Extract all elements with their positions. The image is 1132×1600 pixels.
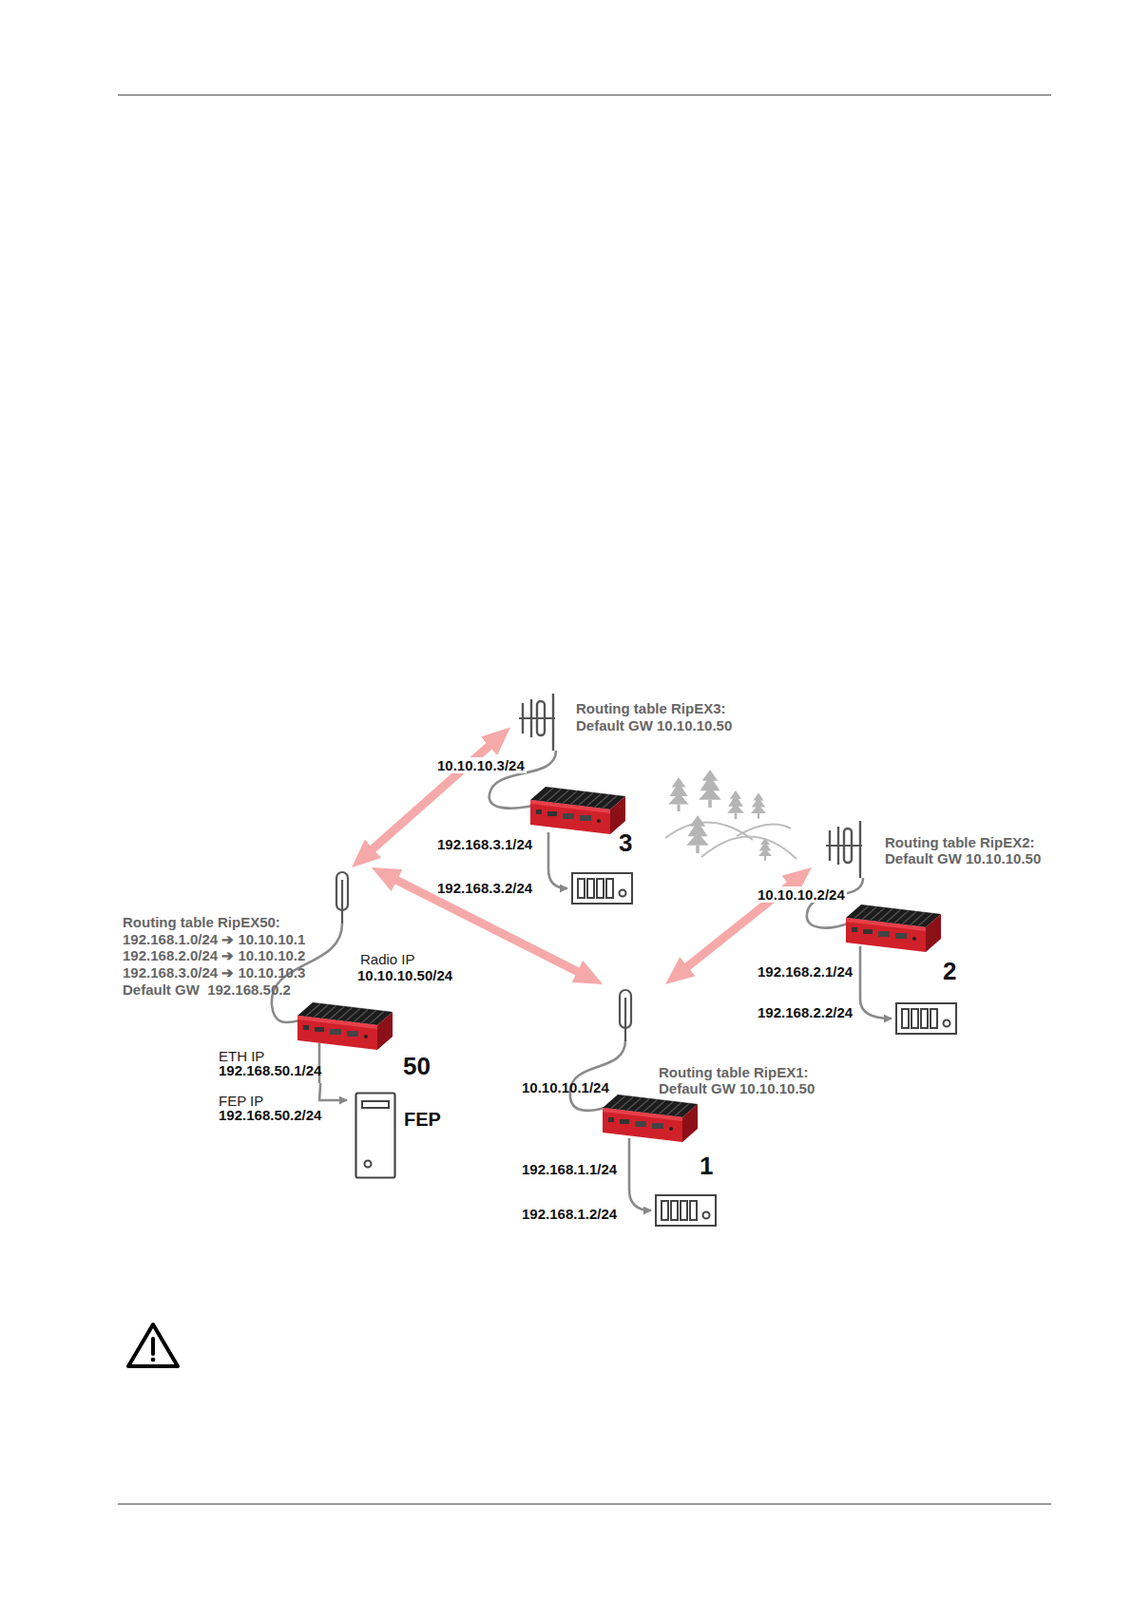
interface-caption: ETH IP: [218, 1048, 265, 1065]
ip-address: 192.168.3.2/24: [437, 880, 533, 897]
ip-address: 192.168.3.1/24: [437, 836, 533, 853]
routing-table-text: Routing table RipEX50:: [122, 914, 281, 931]
ip-address: 10.10.10.1/24: [521, 1079, 610, 1096]
ip-address: 192.168.50.1/24: [218, 1062, 322, 1079]
omni-antenna: [619, 990, 632, 1042]
ripex-unit: [602, 1094, 698, 1143]
fep-node: FEP: [346, 1087, 457, 1183]
ip-address: 10.10.10.50/24: [357, 967, 453, 984]
routing-table-text: Default GW 10.10.10.50: [884, 850, 1041, 867]
device-label: FEP: [403, 1110, 442, 1130]
fep-computer: [356, 1093, 396, 1179]
ip-address: 192.168.1.2/24: [521, 1206, 617, 1223]
tree: [727, 790, 745, 820]
routing-table-text: Routing table RipEX2:: [884, 834, 1036, 851]
radio-link: [388, 876, 587, 977]
rtu-cables: [319, 832, 892, 1211]
ip-address: 192.168.50.2/24: [218, 1107, 322, 1124]
routing-table-text: Default GW 10.10.10.50: [658, 1080, 815, 1097]
header-rule: [117, 95, 1052, 96]
interface-caption: FEP IP: [218, 1093, 264, 1110]
ripex-unit: [297, 1002, 393, 1051]
routing-table-text: Default GW 10.10.10.50: [575, 717, 732, 734]
unit-number: 2: [942, 959, 957, 984]
omni-antenna: [336, 872, 348, 924]
rtu-device: [896, 1003, 957, 1035]
unit-number: 50: [402, 1054, 431, 1079]
yagi-antenna: [825, 821, 863, 879]
landscape: [665, 822, 797, 860]
antenna-cables: [271, 750, 864, 1112]
interface-caption: Radio IP: [360, 951, 416, 968]
ip-address: 10.10.10.3/24: [435, 757, 527, 774]
tree: [686, 815, 710, 854]
unit-number: 1: [699, 1153, 713, 1179]
tree: [698, 769, 722, 808]
routing-table-text: 192.168.3.0/24 ➔ 10.10.10.3: [122, 964, 306, 981]
ripex-unit: [845, 904, 941, 953]
tree: [758, 838, 772, 862]
routing-table-text: 192.168.2.0/24 ➔ 10.10.10.2: [122, 947, 306, 964]
unit-number: 3: [618, 830, 633, 856]
tree: [750, 792, 767, 819]
yagi-antenna: [518, 693, 556, 751]
footer-rule: [117, 1504, 1052, 1506]
tree: [668, 777, 689, 812]
ethernet-cable: [319, 1083, 347, 1101]
routing-table-text: 192.168.1.0/24 ➔ 10.10.10.1: [122, 931, 306, 948]
ip-address: 10.10.10.2/24: [755, 886, 847, 903]
rtu-device: [655, 1195, 716, 1227]
routing-table-text: Routing table RipEX1:: [658, 1064, 809, 1081]
rtu-device: [572, 873, 633, 904]
warning-icon: [128, 1324, 178, 1367]
routing-table-text: Routing table RipEX3:: [575, 700, 727, 717]
ip-address: 192.168.1.1/24: [521, 1161, 617, 1178]
ripex-unit: [530, 786, 626, 835]
ip-address: 192.168.2.2/24: [757, 1004, 853, 1021]
ip-address: 192.168.2.1/24: [757, 963, 853, 980]
routing-table-text: Default GW 192.168.50.2: [122, 981, 291, 998]
